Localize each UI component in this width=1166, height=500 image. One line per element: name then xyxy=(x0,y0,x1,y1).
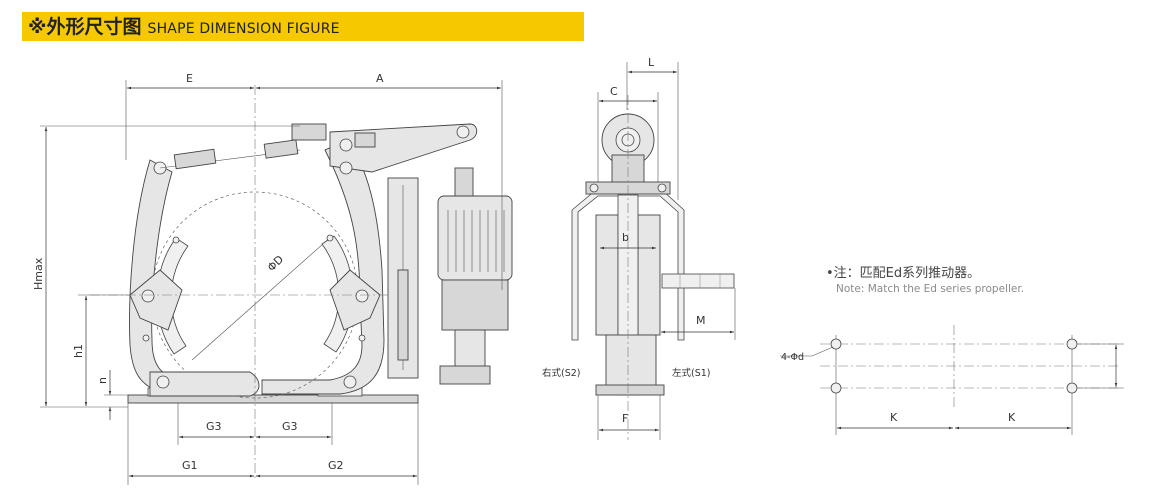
front-view: E A Hmax h1 n ΦD G3 G3 G1 G2 xyxy=(32,72,513,485)
hole-pattern: 4-Φd K K xyxy=(780,325,1124,435)
label-right-type: 右式(S2) xyxy=(542,367,581,379)
note-en: Note: Match the Ed series propeller. xyxy=(836,283,1025,295)
label-K-right: K xyxy=(1008,411,1016,424)
hole-top-left xyxy=(830,338,842,350)
label-K-left: K xyxy=(890,411,898,424)
label-left-type: 左式(S1) xyxy=(672,367,711,379)
label-Hmax: Hmax xyxy=(32,257,45,290)
label-G2: G2 xyxy=(328,459,344,472)
pin-markers xyxy=(142,234,366,342)
thruster-body xyxy=(437,195,513,281)
label-L: L xyxy=(648,56,655,69)
top-lever xyxy=(329,123,478,173)
right-arm xyxy=(261,139,385,395)
header-title-cn: ※外形尺寸图 xyxy=(28,16,142,38)
label-G3-left: G3 xyxy=(206,420,222,433)
header-title: ※外形尺寸图 SHAPE DIMENSION FIGURE xyxy=(28,13,340,42)
side-view: L C b M F xyxy=(542,56,736,440)
hole-bottom-left xyxy=(830,382,842,394)
note-cn: •注：匹配Ed系列推动器。 xyxy=(826,266,981,281)
label-M: M xyxy=(696,314,706,327)
header-band xyxy=(22,12,584,41)
left-arm xyxy=(129,159,246,393)
hole-bottom-right xyxy=(1066,382,1078,394)
header-title-en: SHAPE DIMENSION FIGURE xyxy=(147,21,340,37)
label-h1: h1 xyxy=(72,344,85,358)
label-n: n xyxy=(96,377,109,384)
label-D: ΦD xyxy=(265,253,286,274)
label-A: A xyxy=(376,72,384,85)
label-E: E xyxy=(186,72,193,85)
label-C: C xyxy=(610,85,618,98)
label-G3-right: G3 xyxy=(282,420,298,433)
label-F: F xyxy=(622,412,628,425)
label-hole: 4-Φd xyxy=(781,352,804,363)
label-G1: G1 xyxy=(182,459,198,472)
label-b: b xyxy=(622,231,629,244)
base-plate xyxy=(127,394,419,404)
hole-top-right xyxy=(1066,338,1078,350)
